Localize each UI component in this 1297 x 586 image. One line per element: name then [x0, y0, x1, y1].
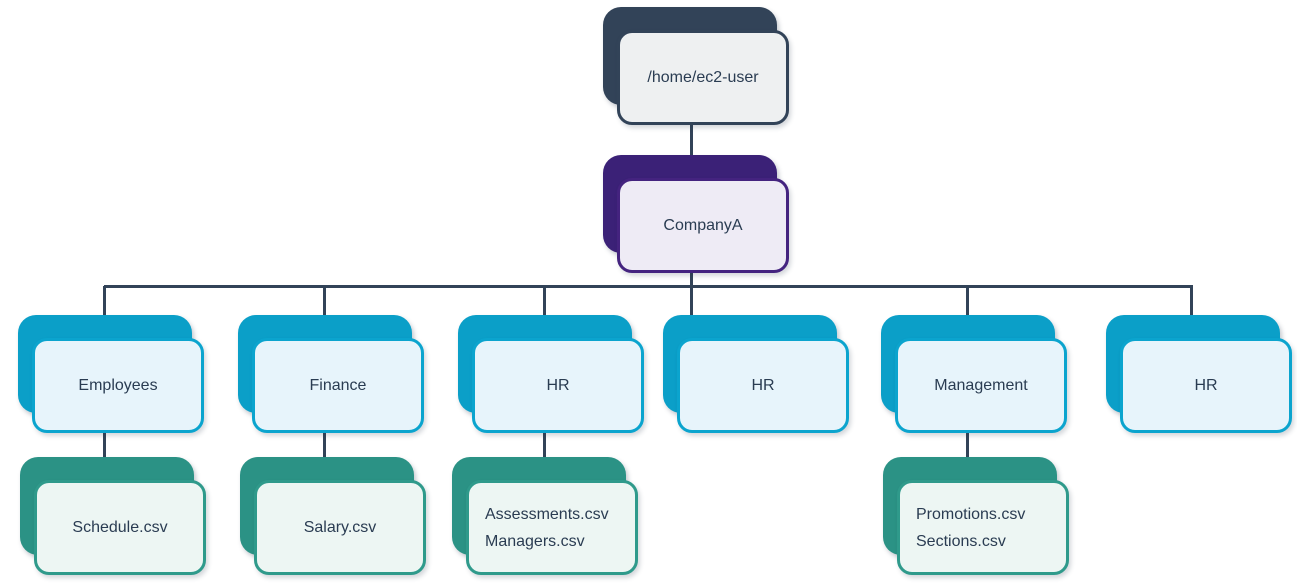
file-name: Sections.csv	[916, 532, 1006, 550]
file-name-list: Promotions.csv Sections.csv	[916, 501, 1025, 555]
connector-management-files	[966, 430, 969, 459]
file-name: Assessments.csv	[485, 505, 609, 523]
connector-drop-employees	[103, 286, 106, 316]
file-name: Promotions.csv	[916, 505, 1026, 523]
node-files-employees: Schedule.csv	[20, 457, 209, 575]
root-card: /home/ec2-user	[617, 30, 789, 125]
file-name: Managers.csv	[485, 532, 585, 550]
folder-label: HR	[1194, 377, 1218, 394]
connector-drop-management	[966, 286, 969, 316]
node-root: /home/ec2-user	[603, 7, 792, 125]
root-label: /home/ec2-user	[647, 69, 759, 86]
folder-card: HR	[472, 338, 644, 433]
file-name-list: Assessments.csv Managers.csv	[485, 501, 609, 555]
folder-card: HR	[677, 338, 849, 433]
file-card: Salary.csv	[254, 480, 426, 575]
file-name: Salary.csv	[303, 519, 377, 536]
connector-finance-files	[323, 430, 326, 459]
company-label: CompanyA	[663, 217, 743, 234]
connector-company-stem	[690, 269, 693, 317]
node-files-finance: Salary.csv	[240, 457, 429, 575]
connector-employees-files	[103, 430, 106, 459]
file-card: Promotions.csv Sections.csv	[897, 480, 1069, 575]
connector-drop-hr-3	[1190, 286, 1193, 316]
connector-hr-files	[543, 430, 546, 459]
company-card: CompanyA	[617, 178, 789, 273]
node-files-management: Promotions.csv Sections.csv	[883, 457, 1072, 575]
connector-drop-hr-1	[543, 286, 546, 316]
folder-card: Finance	[252, 338, 424, 433]
folder-label: Employees	[78, 377, 158, 394]
folder-label: Management	[934, 377, 1028, 394]
node-folder-management: Management	[881, 315, 1070, 433]
node-companya: CompanyA	[603, 155, 792, 273]
folder-label: HR	[546, 377, 570, 394]
connector-drop-finance	[323, 286, 326, 316]
folder-card: Employees	[32, 338, 204, 433]
file-card: Assessments.csv Managers.csv	[466, 480, 638, 575]
file-card: Schedule.csv	[34, 480, 206, 575]
folder-card: Management	[895, 338, 1067, 433]
node-files-hr: Assessments.csv Managers.csv	[452, 457, 641, 575]
file-name: Schedule.csv	[72, 519, 168, 536]
node-folder-finance: Finance	[238, 315, 427, 433]
node-folder-hr-2: HR	[663, 315, 852, 433]
folder-label: Finance	[309, 377, 367, 394]
node-folder-hr-1: HR	[458, 315, 647, 433]
connector-horizontal-bus	[104, 285, 1193, 288]
connector-root-company	[690, 118, 693, 158]
node-folder-hr-3: HR	[1106, 315, 1295, 433]
folder-card: HR	[1120, 338, 1292, 433]
folder-label: HR	[751, 377, 775, 394]
node-folder-employees: Employees	[18, 315, 207, 433]
